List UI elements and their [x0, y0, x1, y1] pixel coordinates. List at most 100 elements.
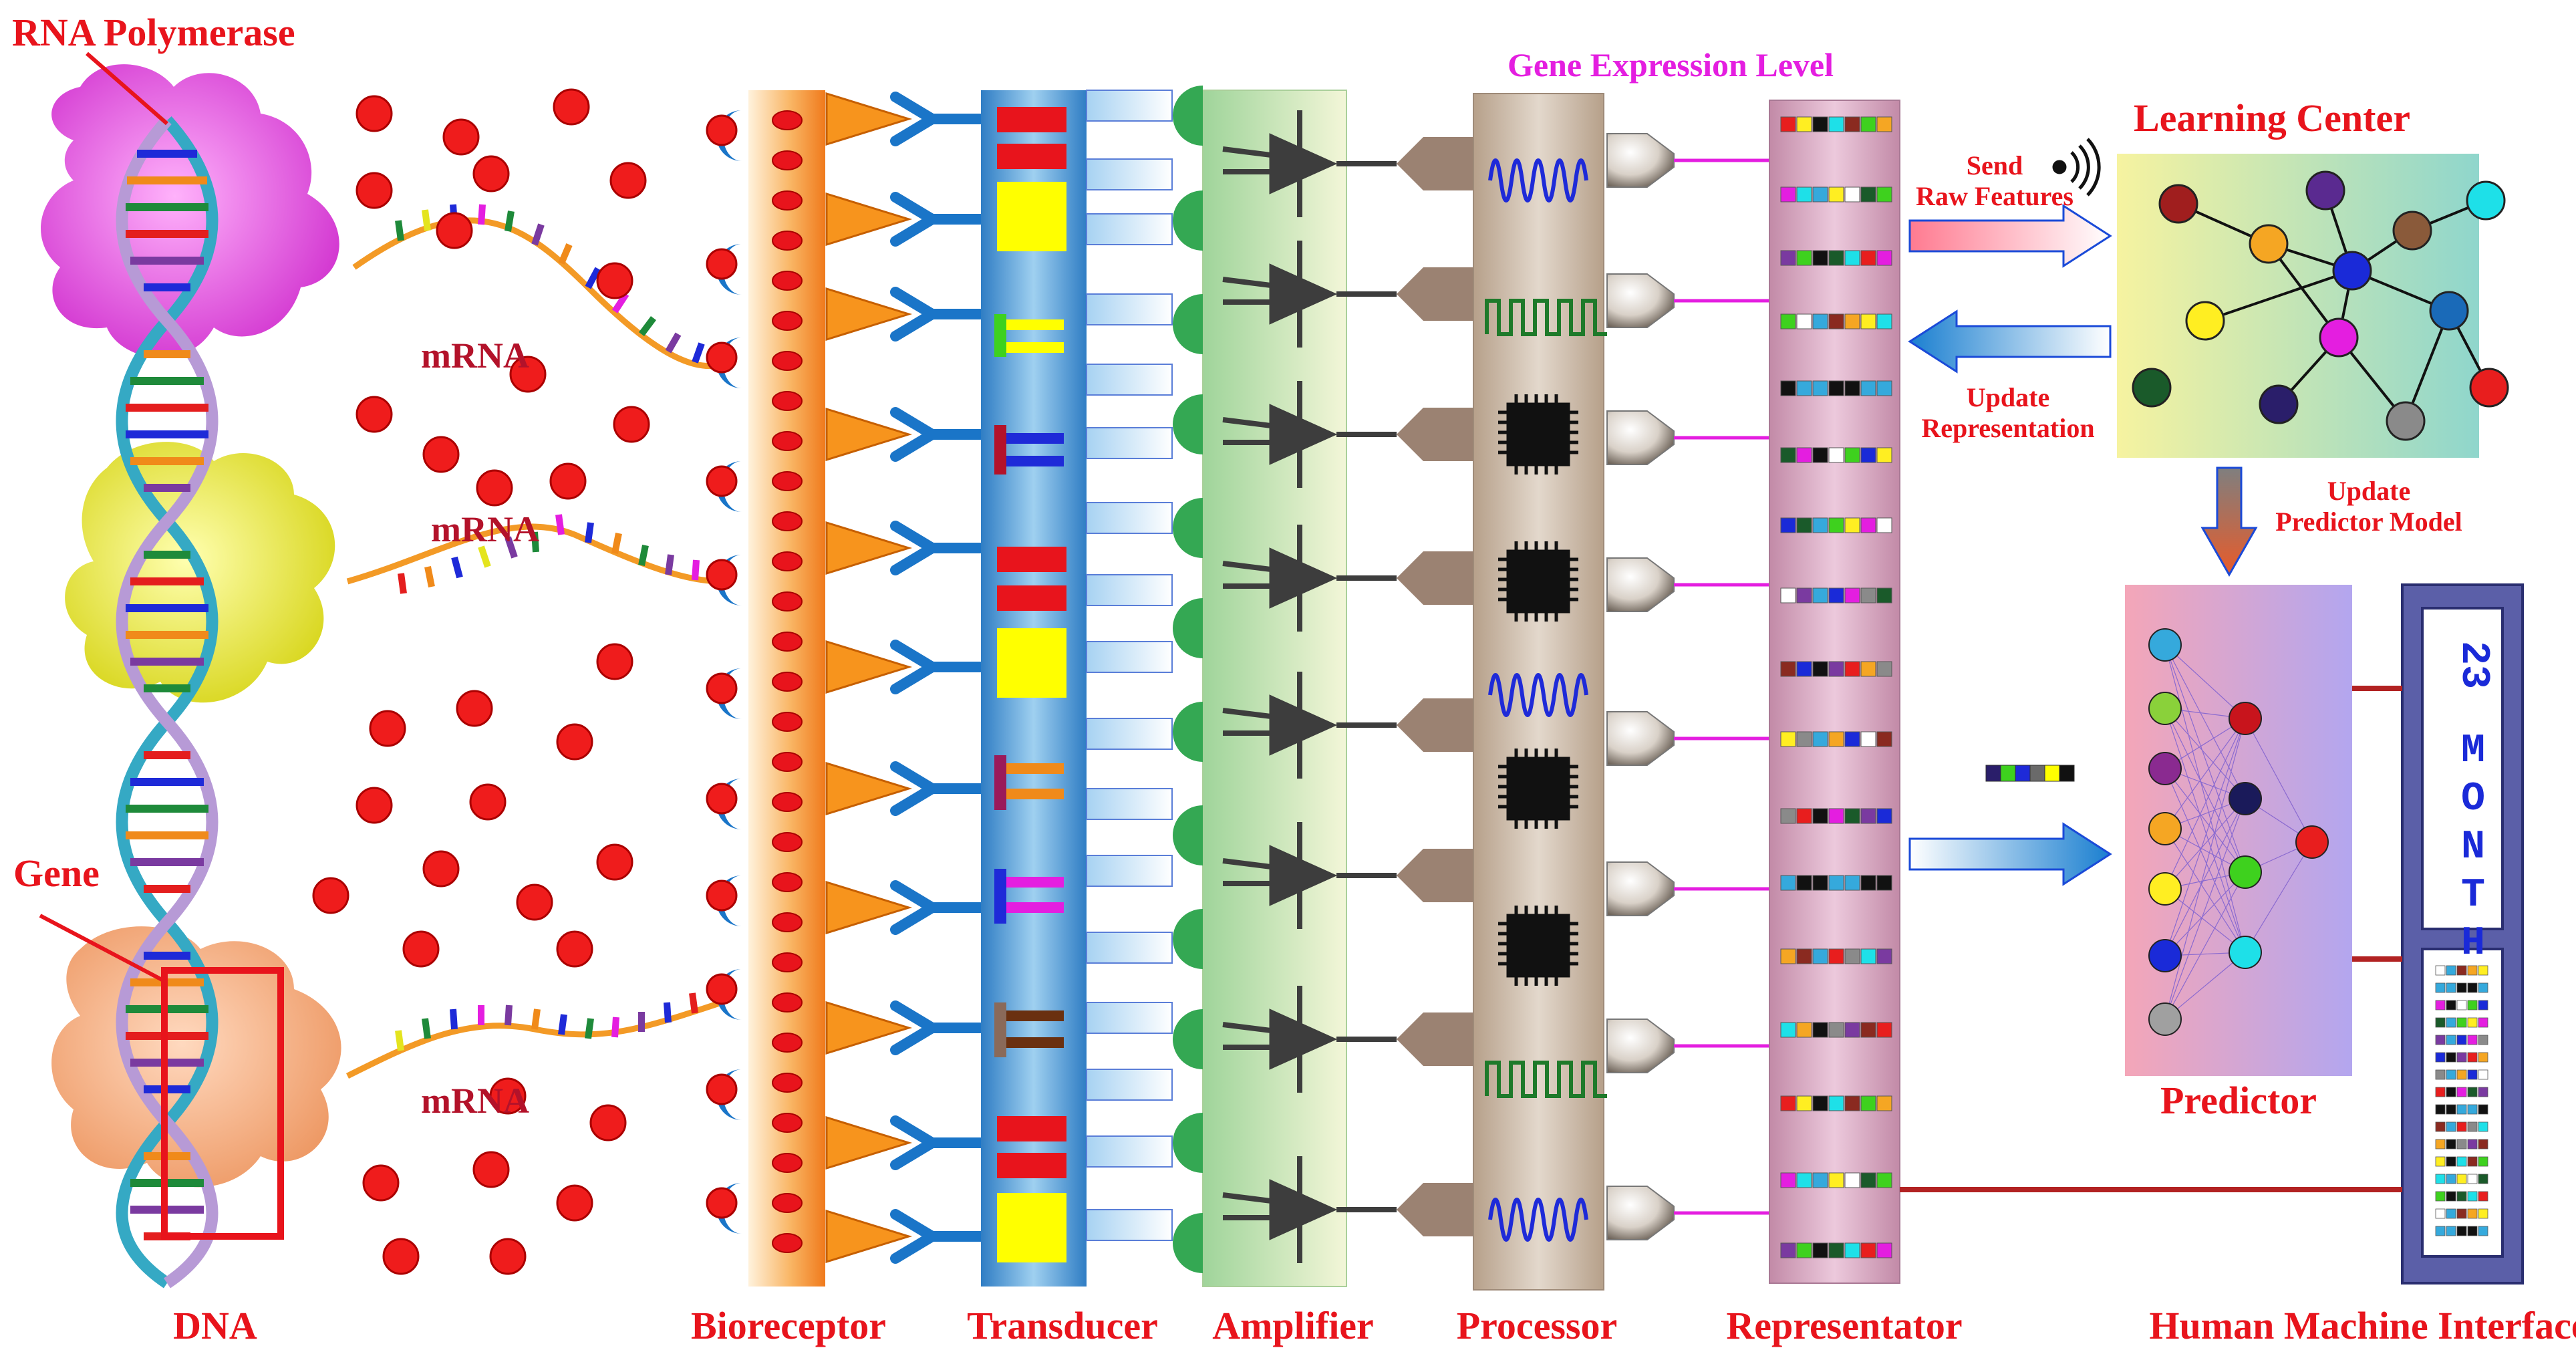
hmi-vector-cell	[2456, 1035, 2467, 1045]
vector-cell	[1812, 587, 1828, 603]
vector-cell	[1780, 808, 1796, 824]
hmi-vector-cell	[2478, 1191, 2488, 1202]
vector-cell	[1796, 731, 1812, 747]
vector-cell	[1828, 380, 1844, 396]
amplifier-label: Amplifier	[1212, 1304, 1374, 1347]
hmi-vector-cell	[2435, 1226, 2446, 1236]
vector-cell	[1796, 380, 1812, 396]
predict-arrow	[1908, 822, 2112, 886]
representator-label: Representator	[1726, 1304, 1963, 1347]
mrna-label-2: mRNA	[431, 509, 539, 549]
hmi-vector-cell	[2435, 1121, 2446, 1132]
gene-highlight-box	[161, 967, 284, 1240]
vector-cell	[1796, 587, 1812, 603]
representation-line: Representation	[1921, 413, 2095, 443]
dna-double-helix	[116, 116, 219, 1289]
hmi-vector-cell	[2435, 982, 2446, 993]
output-beads	[1606, 133, 1675, 1240]
vector-cell	[1780, 186, 1796, 202]
hmi-links	[1900, 686, 2402, 1192]
vector-cell	[1780, 1172, 1796, 1188]
wireless-signal-icon	[2052, 138, 2101, 196]
hmi-vector-cell	[2435, 1174, 2446, 1184]
hmi-vector-cell	[2467, 1104, 2478, 1115]
vector-cell	[1780, 1242, 1796, 1258]
vector-cell	[1780, 313, 1796, 329]
nn-edge	[2164, 871, 2246, 956]
hmi-vector-cell	[2456, 1121, 2467, 1132]
vector-cell	[1876, 313, 1892, 329]
hmi-vector-cell	[2478, 1104, 2488, 1115]
vector-cell	[1860, 1242, 1876, 1258]
bioreceptor-label: Bioreceptor	[690, 1304, 887, 1347]
hmi-vector-cell	[2435, 1052, 2446, 1063]
hmi-vector-cell	[2478, 982, 2488, 993]
vector-cell	[1828, 808, 1844, 824]
vector-cell	[1860, 587, 1876, 603]
vector-cell	[1844, 1172, 1860, 1188]
vector-cell	[1780, 1095, 1796, 1111]
nn-edge	[2164, 708, 2246, 799]
bound-molecules	[706, 114, 738, 1219]
processor-column	[1473, 93, 1607, 1291]
send-features-arrow	[1908, 204, 2112, 268]
nn-edge	[2164, 888, 2246, 953]
hmi-vector-cell	[2467, 1156, 2478, 1167]
vector-cell	[1860, 948, 1876, 964]
vector-cell	[1844, 186, 1860, 202]
representator-column	[1769, 100, 1900, 1284]
hmi-vector-cell	[2478, 1121, 2488, 1132]
hmi-vector-cell	[2467, 1174, 2478, 1184]
vector-cell	[1796, 116, 1812, 132]
hmi-vector-cell	[2478, 1000, 2488, 1010]
learning-center-panel	[2117, 154, 2509, 458]
vector-cell	[1796, 948, 1812, 964]
hmi-vector-cell	[2456, 1104, 2467, 1115]
mrna-label-1: mRNA	[421, 335, 529, 376]
send-raw-features-label: Send Raw Features	[1916, 150, 2073, 212]
vector-cell	[1828, 661, 1844, 677]
vector-cell	[1860, 313, 1876, 329]
vector-cell	[1860, 116, 1876, 132]
antibody-y-icons	[890, 92, 988, 1264]
vector-cell	[1844, 250, 1860, 266]
predictor-label: Predictor	[2160, 1079, 2317, 1122]
hmi-vector-cell	[2456, 1052, 2467, 1063]
hmi-device	[2401, 583, 2524, 1285]
vector-cell	[1844, 116, 1860, 132]
vector-cell	[1860, 661, 1876, 677]
analyte-molecules	[312, 88, 650, 1275]
hmi-vector-cell	[2435, 1191, 2446, 1202]
vector-cell	[1876, 380, 1892, 396]
hmi-vector-cell	[2446, 1052, 2456, 1063]
vector-cell	[1876, 1242, 1892, 1258]
vector-cell	[1876, 447, 1892, 463]
vector-cell	[1796, 1022, 1812, 1038]
vector-cell	[1860, 250, 1876, 266]
hmi-vector-cell	[2478, 1087, 2488, 1097]
vector-cell	[1860, 447, 1876, 463]
vector-cell	[1796, 1095, 1812, 1111]
vector-cell	[1780, 731, 1796, 747]
vector-cell	[1860, 517, 1876, 533]
mrna-strand-2	[346, 514, 722, 594]
hmi-vector-cell	[2456, 1208, 2467, 1219]
hmi-vector-cell	[2446, 982, 2456, 993]
vector-cell	[1828, 1172, 1844, 1188]
hmi-vector-cell	[2435, 1104, 2446, 1115]
hmi-vector-cell	[2478, 1069, 2488, 1080]
vector-cell	[1828, 875, 1844, 891]
update-representation-label: Update Representation	[1921, 382, 2094, 444]
learning-center-label: Learning Center	[2134, 96, 2410, 140]
hmi-vector-cell	[2467, 1191, 2478, 1202]
vector-cell	[1876, 948, 1892, 964]
nn-edge	[2164, 718, 2246, 956]
vector-cell	[1828, 116, 1844, 132]
vector-cell	[1860, 1172, 1876, 1188]
hmi-vector-cell	[2467, 1000, 2478, 1010]
hmi-vector-cell	[2478, 1035, 2488, 1045]
nn-edge	[2164, 718, 2246, 829]
transducer-label: Transducer	[967, 1304, 1158, 1347]
vector-cell	[1876, 587, 1892, 603]
vector-cell	[1780, 447, 1796, 463]
